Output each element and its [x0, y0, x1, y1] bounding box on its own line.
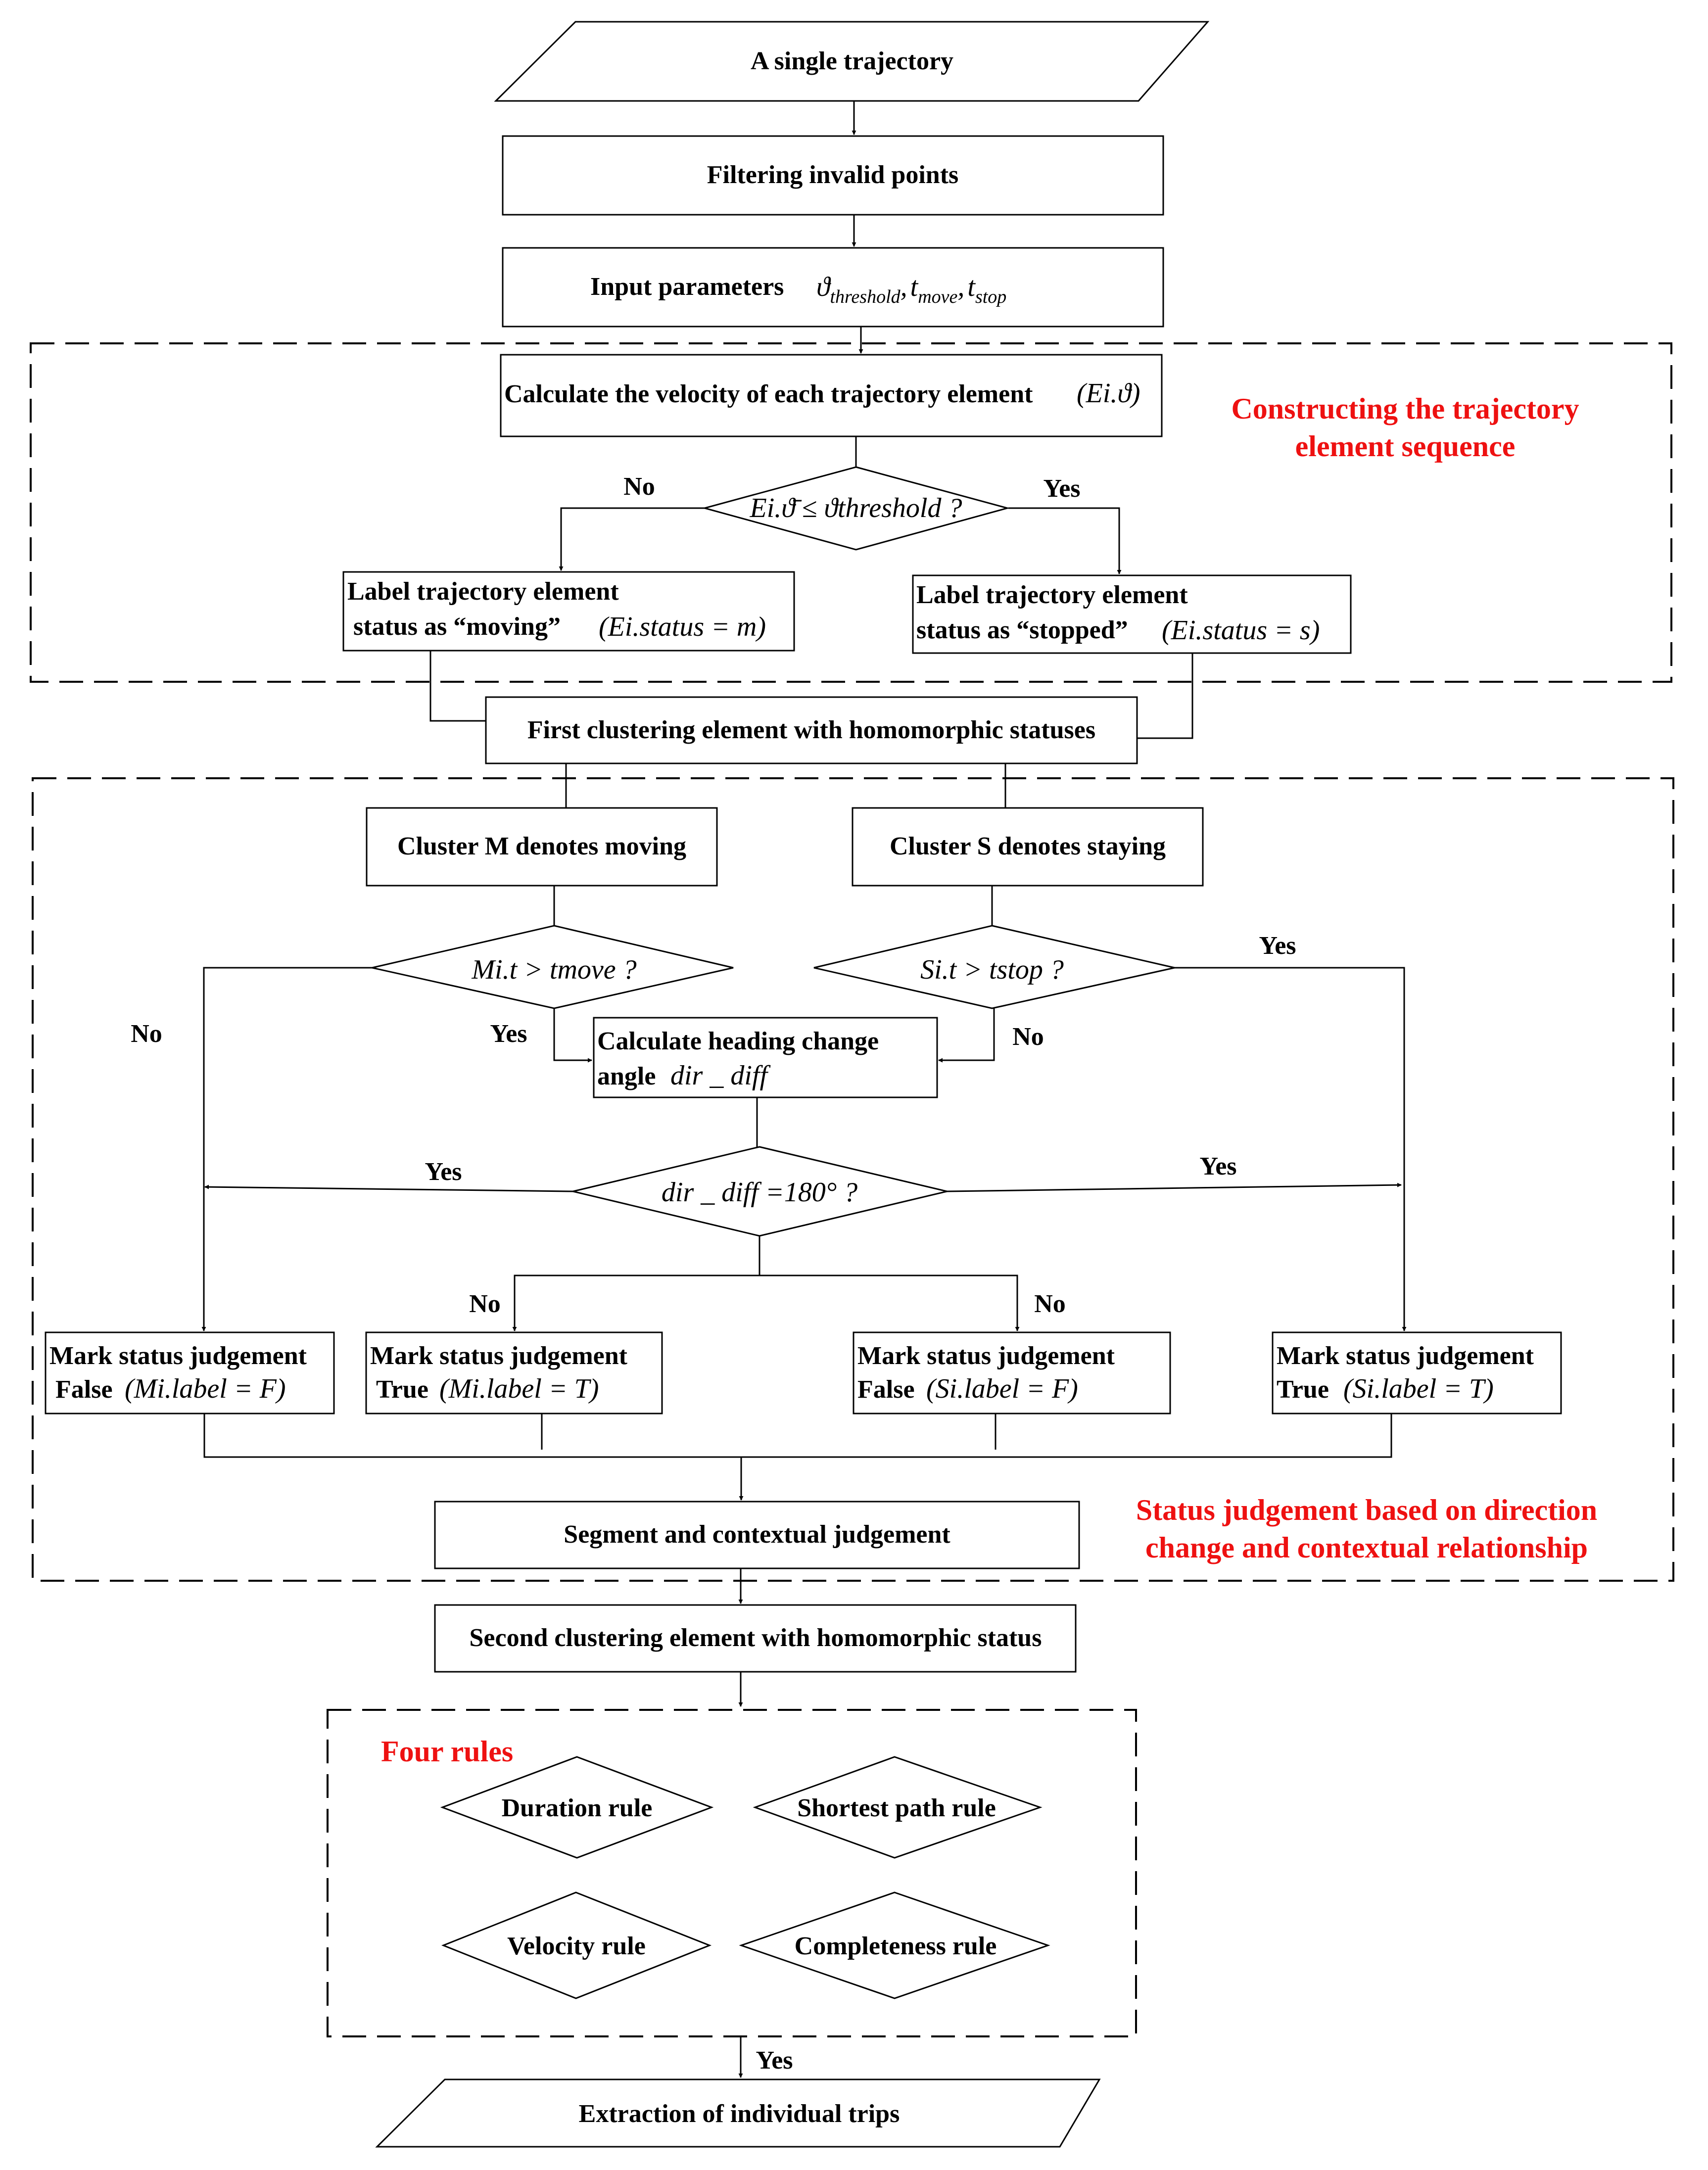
- dir-check-no-left: No: [469, 1290, 501, 1318]
- group-frame-four-rules: [327, 1709, 1137, 2037]
- mark-m-true-line1: Mark status judgement: [370, 1342, 628, 1370]
- filter-label: Filtering invalid points: [707, 161, 959, 189]
- dir-check-yes-right: Yes: [1199, 1152, 1236, 1180]
- connectors: [201, 101, 1407, 2078]
- params-label: Input parameters: [590, 273, 784, 301]
- heading-line1: Calculate heading change: [597, 1027, 879, 1055]
- label-moving-math: (Ei.status = m): [599, 612, 766, 642]
- group2-title-line1: Status judgement based on direction: [1136, 1494, 1597, 1526]
- label-moving-line1: Label trajectory element: [347, 577, 619, 606]
- mark-m-false-math: (Mi.label = F): [125, 1373, 285, 1404]
- group1-title-line1: Constructing the trajectory: [1231, 392, 1579, 425]
- label-stopped-box: Label trajectory element status as “stop…: [912, 574, 1352, 654]
- label-stopped-math: (Ei.status = s): [1162, 615, 1320, 646]
- s-check-diamond: Si.t > tstop ? No Yes: [813, 925, 1296, 1051]
- mark-s-true-box: Mark status judgement True (Si.label = T…: [1272, 1331, 1562, 1415]
- mark-m-false-line1: Mark status judgement: [49, 1342, 307, 1370]
- filter-box: Filtering invalid points: [502, 135, 1164, 216]
- start-label: A single trajectory: [751, 47, 953, 75]
- velocity-box: Calculate the velocity of each trajector…: [500, 354, 1163, 437]
- mark-s-false-math: (Si.label = F): [926, 1373, 1078, 1404]
- mark-s-true-math: (Si.label = T): [1343, 1373, 1494, 1404]
- m-check-no: No: [131, 1020, 162, 1048]
- heading-line2: angle: [597, 1062, 656, 1090]
- mark-m-false-box: Mark status judgement False (Mi.label = …: [45, 1331, 335, 1415]
- mark-s-true-line1: Mark status judgement: [1277, 1342, 1534, 1370]
- rule-velocity-diamond: Velocity rule: [441, 1891, 712, 1999]
- start-terminal: A single trajectory: [494, 21, 1210, 102]
- rule-duration-label: Duration rule: [502, 1794, 653, 1822]
- m-check-diamond: Mi.t > tmove ? No Yes: [131, 925, 734, 1048]
- mark-s-false-line1: Mark status judgement: [857, 1342, 1115, 1370]
- mark-s-false-box: Mark status judgement False (Si.label = …: [853, 1331, 1171, 1415]
- second-cluster-box: Second clustering element with homomorph…: [434, 1604, 1077, 1673]
- label-stopped-line1: Label trajectory element: [916, 581, 1188, 609]
- label-moving-line2: status as “moving”: [353, 613, 561, 641]
- cluster-s-box: Cluster S denotes staying: [852, 807, 1204, 887]
- rule-velocity-label: Velocity rule: [507, 1932, 646, 1960]
- mark-s-false-line2: False: [857, 1375, 915, 1404]
- velocity-check-no: No: [623, 472, 655, 501]
- rule-shortest-path-label: Shortest path rule: [797, 1794, 996, 1822]
- end-label: Extraction of individual trips: [579, 2100, 900, 2128]
- end-terminal: Extraction of individual trips: [375, 2078, 1101, 2148]
- velocity-check-math: Ei.ϑ̄ ≤ ϑthreshold ?: [750, 493, 962, 523]
- cluster-m-label: Cluster M denotes moving: [397, 832, 686, 860]
- segment-label: Segment and contextual judgement: [564, 1520, 950, 1549]
- mark-m-true-line2: True: [376, 1375, 428, 1404]
- first-cluster-box: First clustering element with homomorphi…: [485, 696, 1138, 764]
- first-cluster-label: First clustering element with homomorphi…: [527, 716, 1095, 744]
- rule-completeness-label: Completeness rule: [795, 1932, 997, 1960]
- segment-box: Segment and contextual judgement: [434, 1501, 1080, 1569]
- cluster-m-box: Cluster M denotes moving: [366, 807, 718, 887]
- label-moving-box: Label trajectory element status as “movi…: [342, 571, 795, 652]
- heading-math: dir _ diff: [670, 1060, 771, 1091]
- group2-title-line2: change and contextual relationship: [1145, 1531, 1588, 1564]
- rules-exit-yes: Yes: [756, 2046, 793, 2075]
- group-frame-trajectory-sequence: [30, 342, 1672, 683]
- dir-check-no-right: No: [1034, 1290, 1066, 1318]
- s-check-math: Si.t > tstop ?: [920, 954, 1064, 985]
- rule-completeness-diamond: Completeness rule: [739, 1891, 1050, 1999]
- velocity-label: Calculate the velocity of each trajector…: [504, 380, 1033, 408]
- params-math: ϑthreshold,tmove,tstop: [816, 272, 1006, 307]
- cluster-s-label: Cluster S denotes staying: [890, 832, 1166, 860]
- rule-shortest-path-diamond: Shortest path rule: [753, 1756, 1043, 1859]
- rules-title: Four rules: [381, 1735, 513, 1768]
- params-box: Input parameters ϑthreshold,tmove,tstop: [502, 247, 1164, 328]
- m-check-math: Mi.t > tmove ?: [471, 954, 636, 985]
- velocity-math: (Ei.ϑ): [1077, 378, 1140, 409]
- dir-check-yes-left: Yes: [425, 1158, 462, 1186]
- mark-s-true-line2: True: [1277, 1375, 1329, 1404]
- group1-title-line2: element sequence: [1295, 430, 1516, 463]
- s-check-no: No: [1012, 1023, 1044, 1051]
- velocity-check-yes: Yes: [1043, 474, 1080, 503]
- label-stopped-line2: status as “stopped”: [916, 616, 1128, 644]
- heading-box: Calculate heading change angle dir _ dif…: [593, 1017, 938, 1098]
- dir-check-math: dir _ diff =180° ?: [662, 1177, 857, 1208]
- velocity-check-diamond: Ei.ϑ̄ ≤ ϑthreshold ? No Yes: [623, 466, 1081, 551]
- mark-m-true-box: Mark status judgement True (Mi.label = T…: [365, 1331, 663, 1415]
- dir-check-diamond: dir _ diff =180° ? Yes Yes No No: [425, 1146, 1237, 1318]
- s-check-yes: Yes: [1259, 932, 1296, 960]
- group-frame-status-judgement: [32, 777, 1674, 1582]
- second-cluster-label: Second clustering element with homomorph…: [470, 1624, 1042, 1652]
- mark-m-false-line2: False: [55, 1375, 113, 1404]
- mark-m-true-math: (Mi.label = T): [439, 1373, 599, 1404]
- m-check-yes: Yes: [490, 1020, 527, 1048]
- rule-duration-diamond: Duration rule: [440, 1756, 714, 1859]
